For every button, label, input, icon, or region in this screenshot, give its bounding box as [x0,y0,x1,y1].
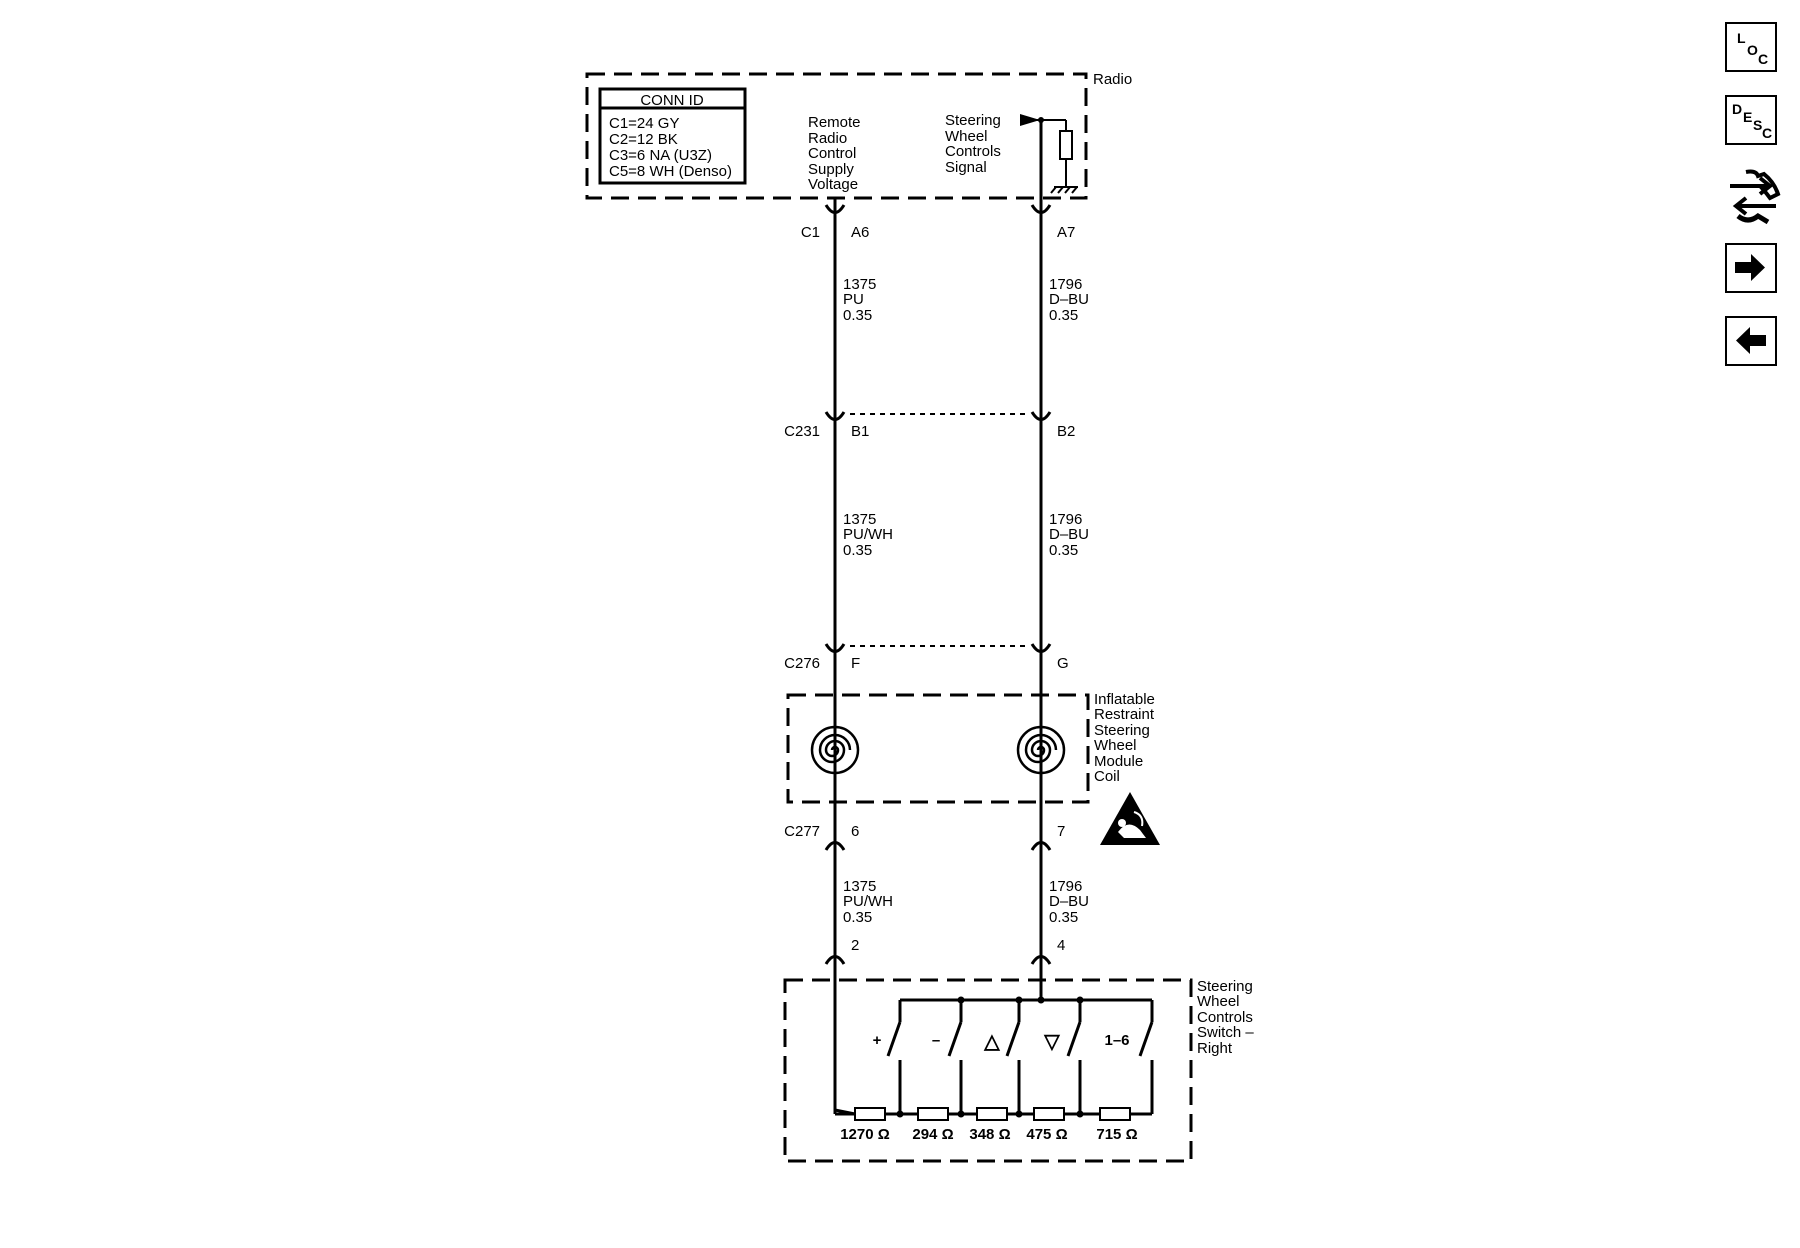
connector-link-icon[interactable] [1724,164,1782,228]
arrow-right-icon [1735,254,1765,281]
switch-button-seek-down: ▽ [1043,1031,1060,1053]
radio-terminal-label: Controls [945,143,1001,160]
resistor [1099,1107,1131,1121]
radio-terminal-label: Control [808,145,856,162]
switch-contact [1138,1021,1154,1057]
connector-name: C276 [784,655,820,672]
desc-letter: C [1762,125,1773,141]
resistor [1033,1107,1065,1121]
coil-box [786,693,1090,804]
connector-pin: 6 [851,823,859,840]
conn-id-line: C5=8 WH (Denso) [609,163,732,180]
switch-contact [947,1021,963,1057]
back-button[interactable] [1725,316,1777,366]
description-button[interactable]: D E S C [1725,95,1777,145]
resistor-value: 715 Ω [1096,1126,1137,1143]
wire-size: 0.35 [843,542,872,559]
wire-color: PU [843,291,864,308]
resistor-value: 294 Ω [912,1126,953,1143]
resistor-value: 348 Ω [969,1126,1010,1143]
connector-pin: F [851,655,860,672]
desc-letter: S [1753,117,1763,133]
resistor [917,1107,949,1121]
radio-terminal-label: Supply [808,161,854,178]
coil-label: Wheel [1094,737,1137,754]
loc-letter: C [1758,51,1769,67]
loc-letter: L [1737,30,1746,46]
connector-pin: A6 [851,224,869,241]
desc-letter: E [1743,109,1753,125]
connector-pin: A7 [1057,224,1075,241]
wire-color: PU/WH [843,526,893,543]
switch-button-seek-up: △ [983,1031,1000,1053]
switch-contact [1005,1021,1021,1057]
connector-pin: G [1057,655,1069,672]
connector-name: C1 [801,224,820,241]
connector-pin: 2 [851,937,859,954]
wire-color: D–BU [1049,893,1089,910]
switch-box [783,978,1193,1163]
resistor [854,1107,886,1121]
loc-letter: O [1747,42,1758,58]
next-button[interactable] [1725,243,1777,293]
switch-label: Controls [1197,1009,1253,1026]
wire-circuit: 1796 [1049,276,1082,293]
wire-color: D–BU [1049,526,1089,543]
switch-contact [1066,1021,1082,1057]
switch-label: Wheel [1197,993,1240,1010]
wire-size: 0.35 [843,307,872,324]
connector-name: C231 [784,423,820,440]
conn-id-line: C1=24 GY [609,115,679,132]
connector-pin: 7 [1057,823,1065,840]
conn-id-line: C2=12 BK [609,131,678,148]
coil-label: Restraint [1094,706,1155,723]
coil-label: Module [1094,753,1143,770]
switch-label: Right [1197,1040,1233,1057]
switch-button-volume-up: + [873,1032,882,1049]
conn-id-table [598,87,747,185]
conn-id-title: CONN ID [640,92,704,109]
location-button[interactable]: L O C [1725,22,1777,72]
internal-resistor [1059,130,1073,160]
radio-label: Radio [1093,71,1132,88]
coil-label: Inflatable [1094,691,1155,708]
connector-name: C277 [784,823,820,840]
resistor-value: 475 Ω [1026,1126,1067,1143]
switch-button-volume-down: – [932,1032,940,1049]
wire-color: D–BU [1049,291,1089,308]
radio-terminal-label: Wheel [945,128,988,145]
airbag-warning-icon [1100,792,1160,845]
wire-size: 0.35 [843,909,872,926]
connector-pin: 4 [1057,937,1065,954]
wire-color: PU/WH [843,893,893,910]
radio-terminal-label: Voltage [808,176,858,193]
connector-pin: B2 [1057,423,1075,440]
resistor [976,1107,1008,1121]
wire-size: 0.35 [1049,909,1078,926]
wire-circuit: 1796 [1049,511,1082,528]
radio-terminal-label: Radio [808,130,847,147]
wire-circuit: 1375 [843,511,876,528]
radio-terminal-label: Remote [808,114,861,131]
desc-letter: D [1732,101,1743,117]
wire-circuit: 1796 [1049,878,1082,895]
radio-terminal-label: Signal [945,159,987,176]
wire-circuit: 1375 [843,276,876,293]
conn-id-line: C3=6 NA (U3Z) [609,147,712,164]
arrow-left-icon [1736,327,1766,354]
switch-label: Switch – [1197,1024,1254,1041]
switch-contact [886,1021,902,1057]
switch-button-preset: 1–6 [1104,1032,1129,1049]
switch-label: Steering [1197,978,1253,995]
coil-label: Steering [1094,722,1150,739]
wire-size: 0.35 [1049,307,1078,324]
connector-pin: B1 [851,423,869,440]
resistor-value: 1270 Ω [840,1126,890,1143]
wire-circuit: 1375 [843,878,876,895]
coil-label: Coil [1094,768,1120,785]
wire-size: 0.35 [1049,542,1078,559]
radio-terminal-label: Steering [945,112,1001,129]
